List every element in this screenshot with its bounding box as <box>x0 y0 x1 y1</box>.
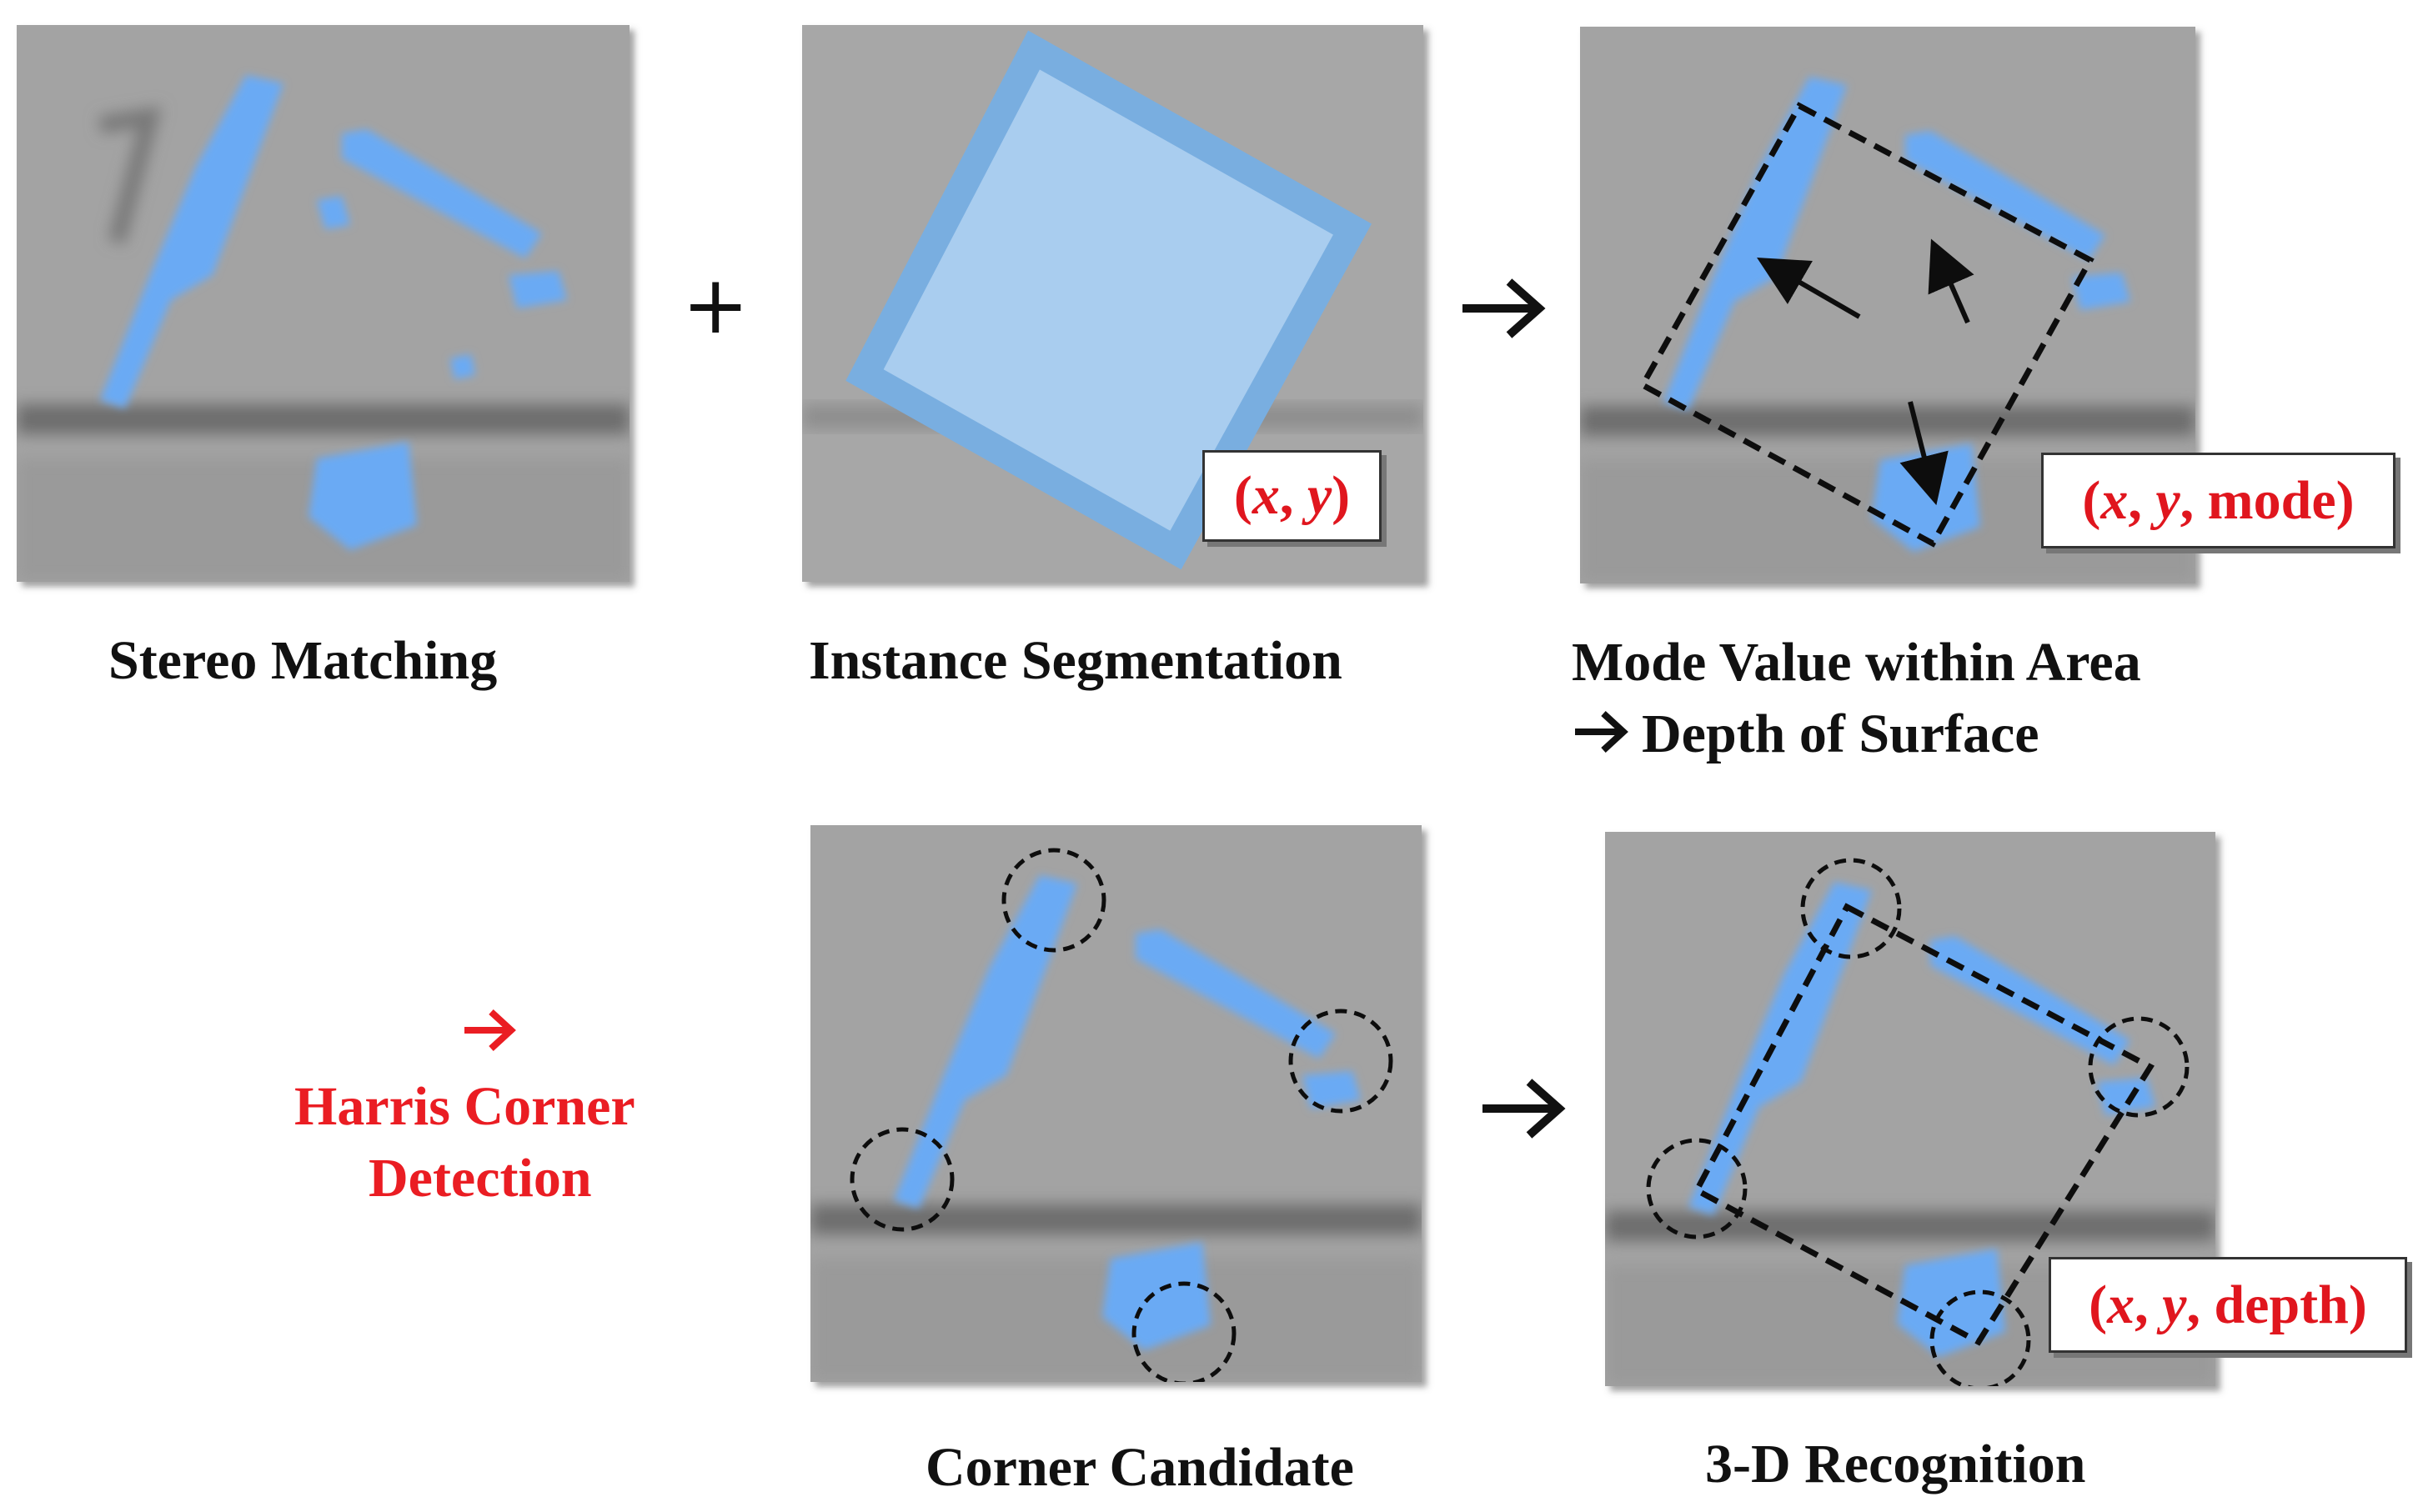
depth-coordinate-tag: (x, y, depth) <box>2049 1257 2407 1353</box>
mode-value-caption-line1: Mode Value within Area <box>1572 632 2141 693</box>
arrow-right-icon <box>1462 278 1546 338</box>
mode-value-caption-line2: Depth of Surface <box>1572 707 2039 762</box>
tag-x: x <box>2107 1274 2135 1335</box>
tag-rest: ) <box>1332 465 1351 526</box>
tag-y: y <box>2162 1274 2187 1335</box>
arrow-right-icon <box>1575 711 1628 753</box>
tag-comma: , <box>1279 465 1307 526</box>
mode-coordinate-tag: (x, y, mode) <box>2041 453 2395 548</box>
arrow-right-icon <box>1482 1079 1566 1139</box>
tag-open-paren: ( <box>2082 469 2101 531</box>
tag-x: x <box>1252 465 1280 526</box>
corner-candidate-caption: Corner Candidate <box>926 1437 1354 1498</box>
tag-comma: , <box>2135 1274 2163 1335</box>
tag-x: x <box>2100 469 2129 531</box>
tag-open-paren: ( <box>1233 465 1252 526</box>
stereo-matching-image <box>17 25 630 582</box>
segmentation-coordinate-tag: (x, y) <box>1202 450 1382 542</box>
harris-corner-label-line2: Detection <box>369 1148 592 1209</box>
instance-segmentation-caption: Instance Segmentation <box>809 630 1342 691</box>
tag-y: y <box>2155 469 2180 531</box>
tag-y: y <box>1307 465 1332 526</box>
tag-comma: , <box>2128 469 2156 531</box>
tag-rest: , depth) <box>2186 1274 2367 1335</box>
depth-of-surface-text: Depth of Surface <box>1642 703 2039 764</box>
3d-recognition-caption: 3-D Recognition <box>1705 1434 2086 1494</box>
arrow-right-red-icon <box>464 1009 516 1051</box>
tag-open-paren: ( <box>2089 1274 2108 1335</box>
tag-rest: , mode) <box>2180 469 2355 531</box>
corner-candidate-image <box>810 825 1422 1382</box>
stereo-matching-caption: Stereo Matching <box>108 630 498 691</box>
plus-operator: + <box>682 258 750 352</box>
harris-corner-label-line1: Harris Corner <box>294 1076 635 1137</box>
